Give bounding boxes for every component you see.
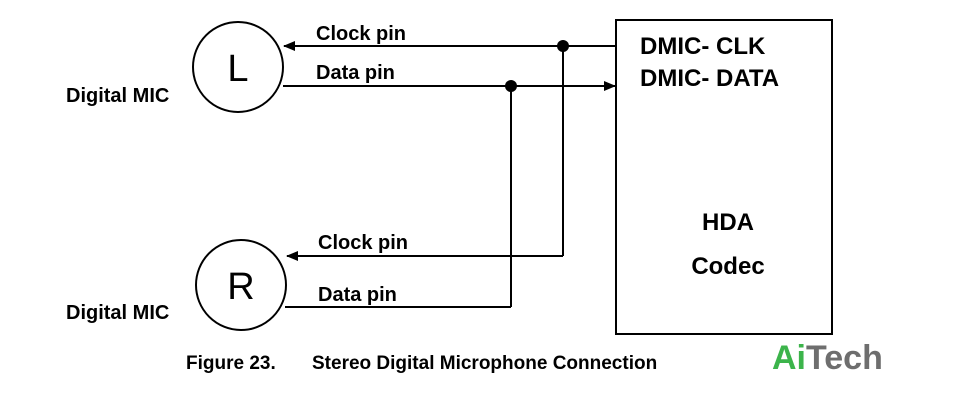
figure-title: Stereo Digital Microphone Connection: [312, 353, 657, 374]
mic-top-circle: [192, 21, 284, 113]
junction-dot-data: [505, 80, 517, 92]
codec-name-line2: Codec: [691, 253, 764, 280]
mic-bottom-label: Digital MIC: [66, 302, 169, 324]
codec-name-line1: HDA: [702, 209, 754, 236]
aitech-logo: AiTech: [772, 339, 883, 377]
mic-bottom-letter: R: [227, 266, 254, 308]
codec-pin-clk: DMIC- CLK: [640, 33, 766, 60]
wire-clock-top-label: Clock pin: [316, 23, 406, 45]
wire-data-top-label: Data pin: [316, 62, 395, 84]
figure-number: Figure 23.: [186, 353, 276, 374]
wire-data-bottom-label: Data pin: [318, 284, 397, 306]
mic-bottom-circle: [195, 239, 287, 331]
codec-pin-data: DMIC- DATA: [640, 65, 779, 92]
junction-dot-clock: [557, 40, 569, 52]
codec-box: [615, 19, 833, 335]
wire-clock-bottom-label: Clock pin: [318, 232, 408, 254]
mic-top-letter: L: [227, 48, 248, 90]
mic-top-label: Digital MIC: [66, 85, 169, 107]
